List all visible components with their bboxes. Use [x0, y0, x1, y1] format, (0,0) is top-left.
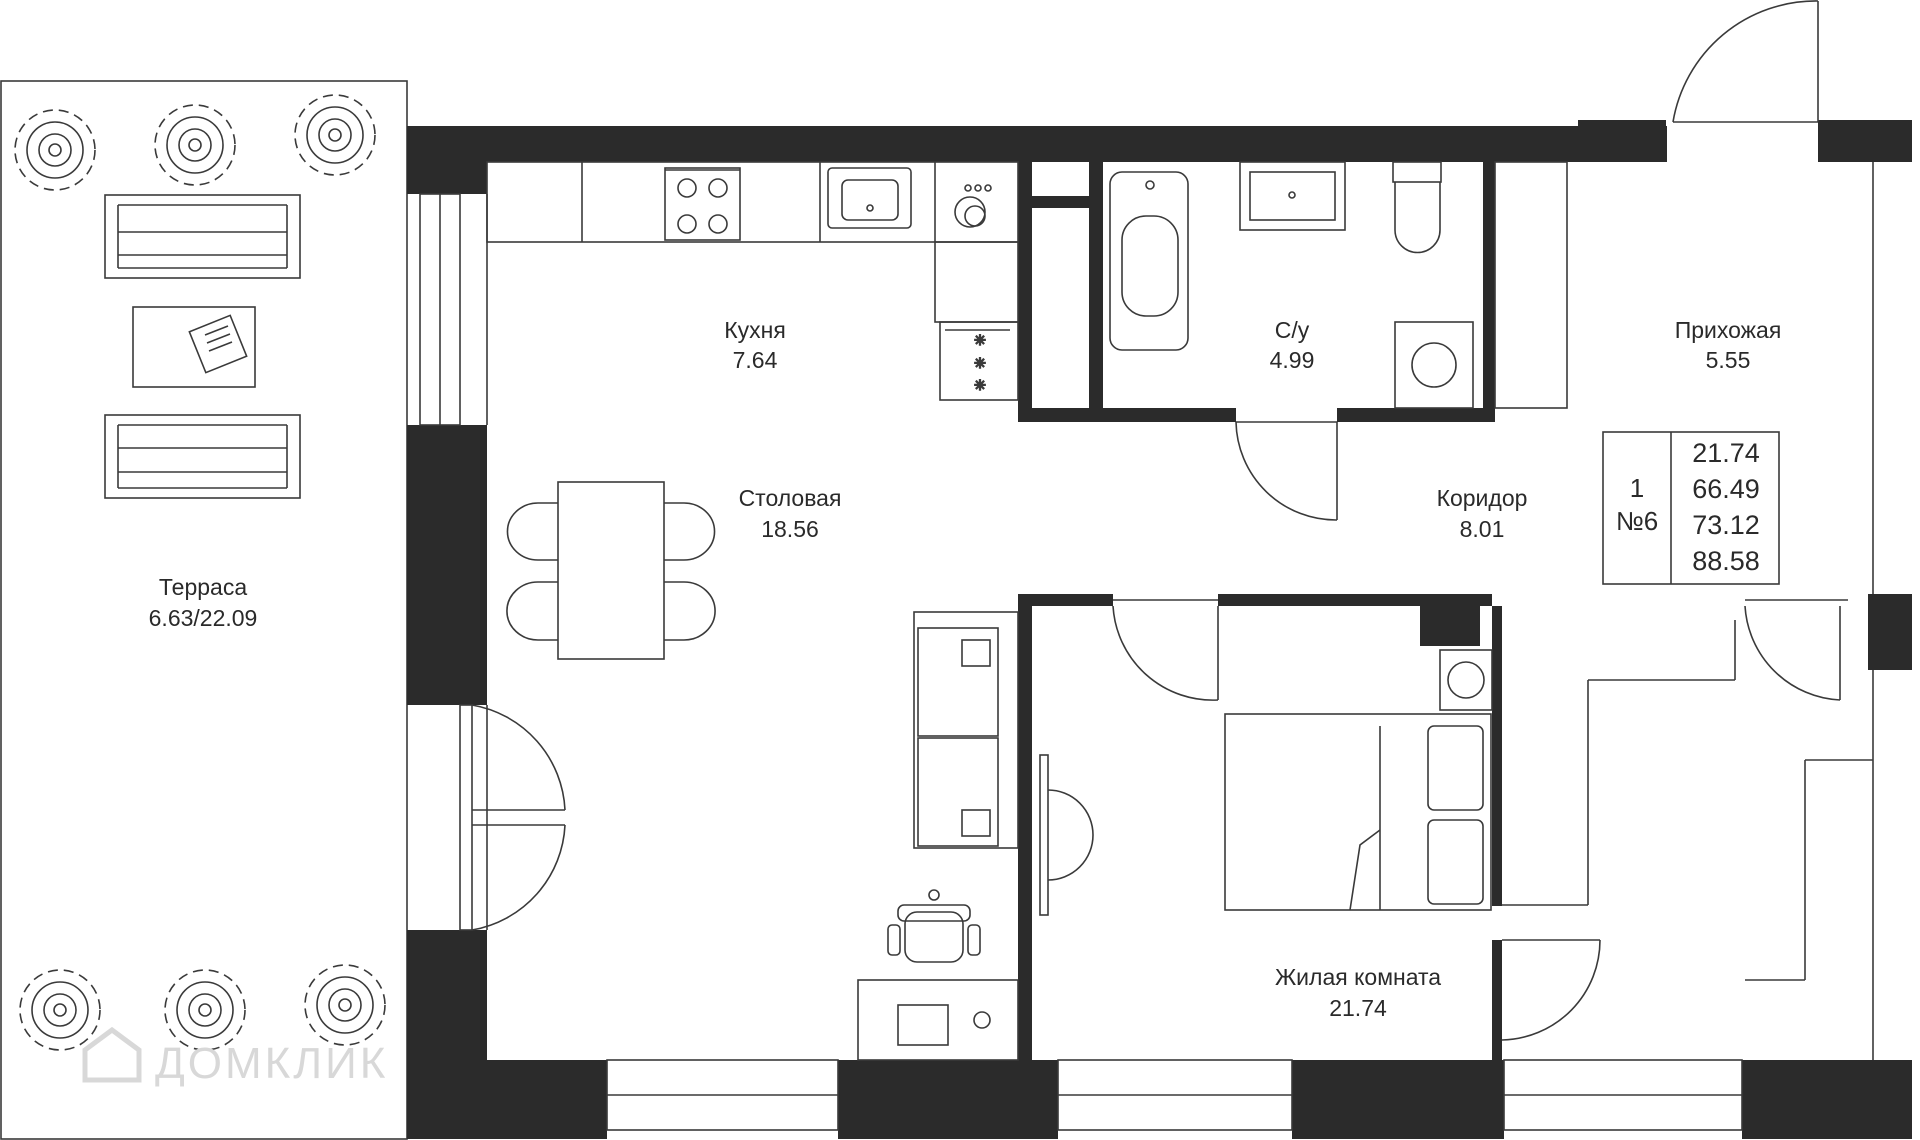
flower-icon: [164, 969, 246, 1051]
room-area-kitchen: 7.64: [733, 347, 778, 373]
walls: [407, 120, 1912, 1139]
room-area-living: 21.74: [1329, 995, 1387, 1021]
washing-machine-icon: [1394, 321, 1474, 409]
stove-icon: [664, 167, 741, 241]
office-chair-icon: [887, 889, 981, 963]
room-area-hallway: 5.55: [1706, 347, 1751, 373]
room-name-kitchen: Кухня: [724, 317, 786, 343]
flower-icon: [154, 104, 236, 186]
desk-icon: [857, 979, 1019, 1061]
closet-partitions: [1502, 620, 1873, 981]
wardrobe-icon: [1494, 161, 1568, 409]
table-icon: [132, 306, 256, 388]
terrace-outline: [0, 80, 408, 1140]
apartment-area-without-terrace: 66.49: [1692, 474, 1760, 504]
room-name-bathroom: С/у: [1275, 317, 1310, 343]
kitchen-counter: [486, 161, 1019, 401]
flower-icon: [294, 94, 376, 176]
washbasin-icon: [1239, 161, 1346, 231]
room-name-terrace: Терраса: [159, 574, 247, 600]
room-area-corridor: 8.01: [1460, 516, 1505, 542]
flower-icon: [14, 109, 96, 191]
sofa-icon: [913, 611, 1019, 849]
bathtub-icon: [1109, 171, 1189, 351]
apartment-info-box: 1 №6 21.74 66.49 73.12 88.58: [1602, 431, 1780, 585]
bathroom-door-icon: [1235, 421, 1338, 521]
apartment-total-with-terrace: 88.58: [1692, 546, 1760, 576]
room-name-corridor: Коридор: [1437, 485, 1528, 511]
windows: [419, 193, 1743, 1131]
closet-door-icon: [1501, 599, 1848, 1041]
svg-text:✳: ✳: [974, 332, 986, 348]
svg-text:✳: ✳: [974, 377, 986, 393]
bench-icon: [104, 414, 301, 499]
apartment-rooms-count: 1: [1630, 473, 1644, 503]
outline-lines: [486, 162, 1874, 1060]
room-area-dining: 18.56: [761, 516, 819, 542]
terrace-door-icon: [459, 704, 566, 931]
room-name-dining: Столовая: [739, 485, 842, 511]
watermark-text: ДОМКЛИК: [155, 1039, 388, 1088]
apartment-number: №6: [1616, 506, 1658, 536]
flower-icon: [19, 969, 101, 1051]
apartment-living-area: 21.74: [1692, 438, 1760, 468]
bed-icon: [1224, 713, 1492, 911]
watermark-logo: ДОМКЛИК: [82, 1026, 388, 1088]
entrance-door-icon: [1672, 0, 1819, 123]
apartment-total-area: 73.12: [1692, 510, 1760, 540]
house-logo-icon: [82, 1026, 142, 1083]
flower-icon: [304, 964, 386, 1046]
dishwasher-icon: [954, 184, 992, 228]
sink-icon: [827, 167, 912, 229]
bench-icon: [104, 194, 301, 279]
sliding-door-icon: [1039, 754, 1094, 916]
bathroom-fan-icon: [1439, 649, 1493, 711]
room-area-bathroom: 4.99: [1270, 347, 1315, 373]
oven-icon: ✳ ✳ ✳: [945, 329, 1010, 394]
toilet-icon: [1392, 161, 1442, 254]
dining-table-icon: [506, 481, 716, 660]
living-room-door-icon: [1112, 599, 1219, 701]
room-name-living: Жилая комната: [1275, 964, 1441, 990]
room-area-terrace: 6.63/22.09: [149, 605, 258, 631]
svg-text:✳: ✳: [974, 355, 986, 371]
room-name-hallway: Прихожая: [1675, 317, 1782, 343]
